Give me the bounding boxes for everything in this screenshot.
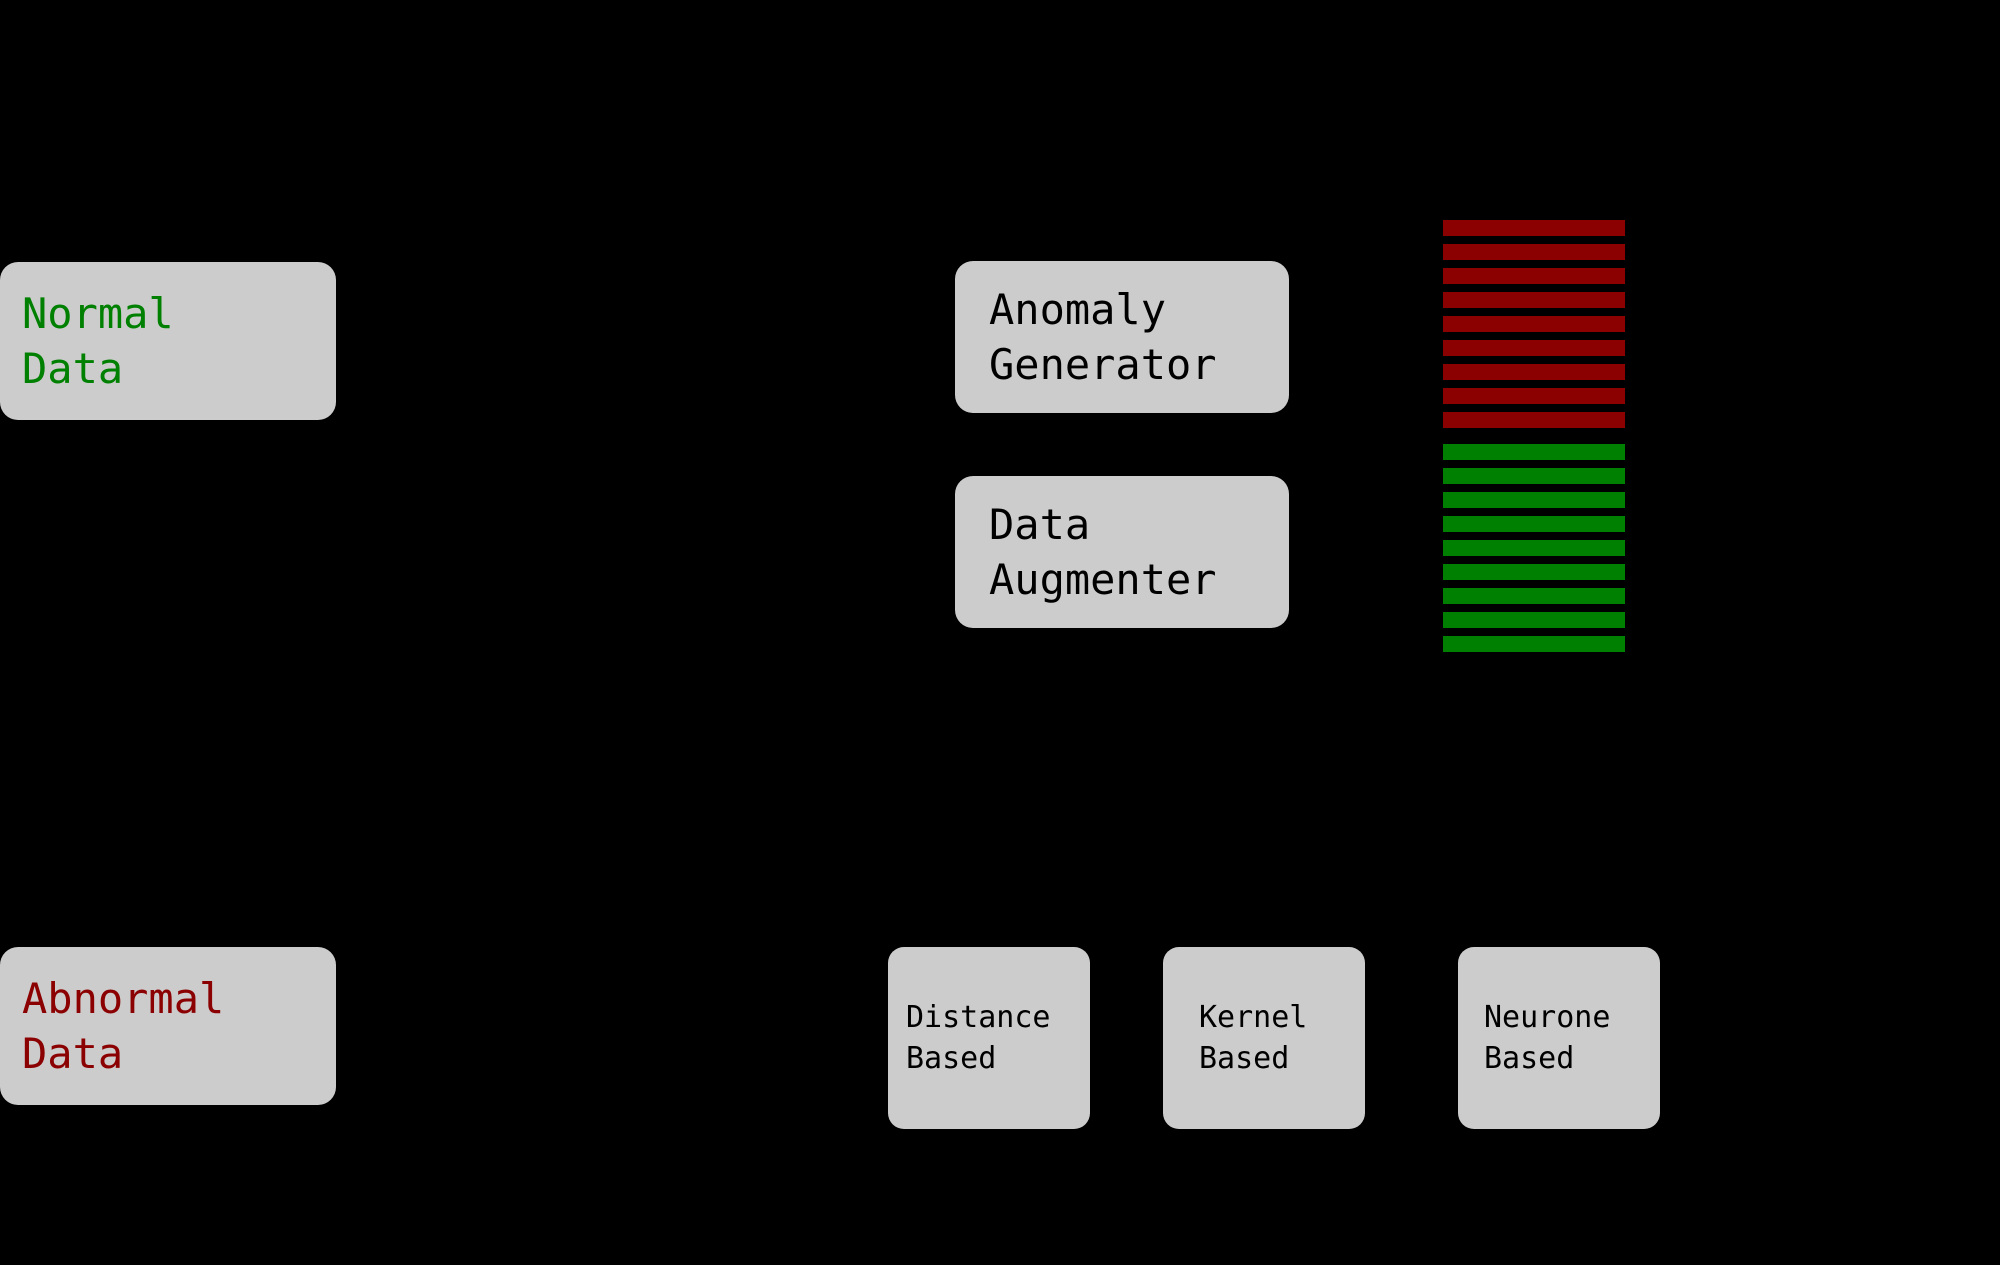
stripe-anomalous bbox=[1443, 292, 1625, 308]
node-data-augmenter-line1: Data bbox=[989, 499, 1091, 549]
stripe-normal bbox=[1443, 564, 1625, 580]
stripe-normal bbox=[1443, 468, 1625, 484]
node-abnormal-data[interactable]: Abnormal Data bbox=[0, 947, 336, 1105]
stripe-normal bbox=[1443, 636, 1625, 652]
node-distance-based-line2: Based bbox=[906, 1041, 997, 1076]
node-distance-based[interactable]: Distance Based bbox=[888, 947, 1090, 1129]
node-normal-data[interactable]: Normal Data bbox=[0, 262, 336, 420]
node-anomaly-generator-line2: Generator bbox=[989, 340, 1217, 389]
node-distance-based-line1: Distance bbox=[906, 999, 1051, 1035]
stripe-anomalous bbox=[1443, 244, 1625, 260]
node-normal-data-line1: Normal bbox=[22, 288, 174, 338]
node-kernel-based-line1: Kernel bbox=[1199, 999, 1308, 1035]
generated-dataset-bar-stack bbox=[1443, 220, 1625, 680]
node-normal-data-line2: Data bbox=[22, 344, 124, 393]
node-data-augmenter-line2: Augmenter bbox=[989, 555, 1217, 604]
stripe-normal bbox=[1443, 516, 1625, 532]
stripe-normal bbox=[1443, 540, 1625, 556]
stripe-anomalous bbox=[1443, 364, 1625, 380]
stripe-anomalous bbox=[1443, 268, 1625, 284]
node-abnormal-data-line1: Abnormal bbox=[22, 973, 225, 1023]
stripe-normal bbox=[1443, 612, 1625, 628]
node-kernel-based-line2: Based bbox=[1199, 1041, 1290, 1076]
node-anomaly-generator-line1: Anomaly bbox=[989, 284, 1167, 334]
stripe-anomalous bbox=[1443, 316, 1625, 332]
stripe-anomalous bbox=[1443, 412, 1625, 428]
node-abnormal-data-line2: Data bbox=[22, 1029, 124, 1078]
node-kernel-based[interactable]: Kernel Based bbox=[1163, 947, 1365, 1129]
node-neurone-based-line1: Neurone bbox=[1484, 999, 1611, 1035]
stripe-anomalous bbox=[1443, 220, 1625, 236]
stripe-normal bbox=[1443, 492, 1625, 508]
node-anomaly-generator[interactable]: Anomaly Generator bbox=[955, 261, 1289, 413]
node-neurone-based[interactable]: Neurone Based bbox=[1458, 947, 1660, 1129]
stripe-normal bbox=[1443, 444, 1625, 460]
node-data-augmenter[interactable]: Data Augmenter bbox=[955, 476, 1289, 628]
node-neurone-based-line2: Based bbox=[1484, 1041, 1575, 1076]
stripe-anomalous bbox=[1443, 388, 1625, 404]
stripe-anomalous bbox=[1443, 340, 1625, 356]
stripe-normal bbox=[1443, 588, 1625, 604]
